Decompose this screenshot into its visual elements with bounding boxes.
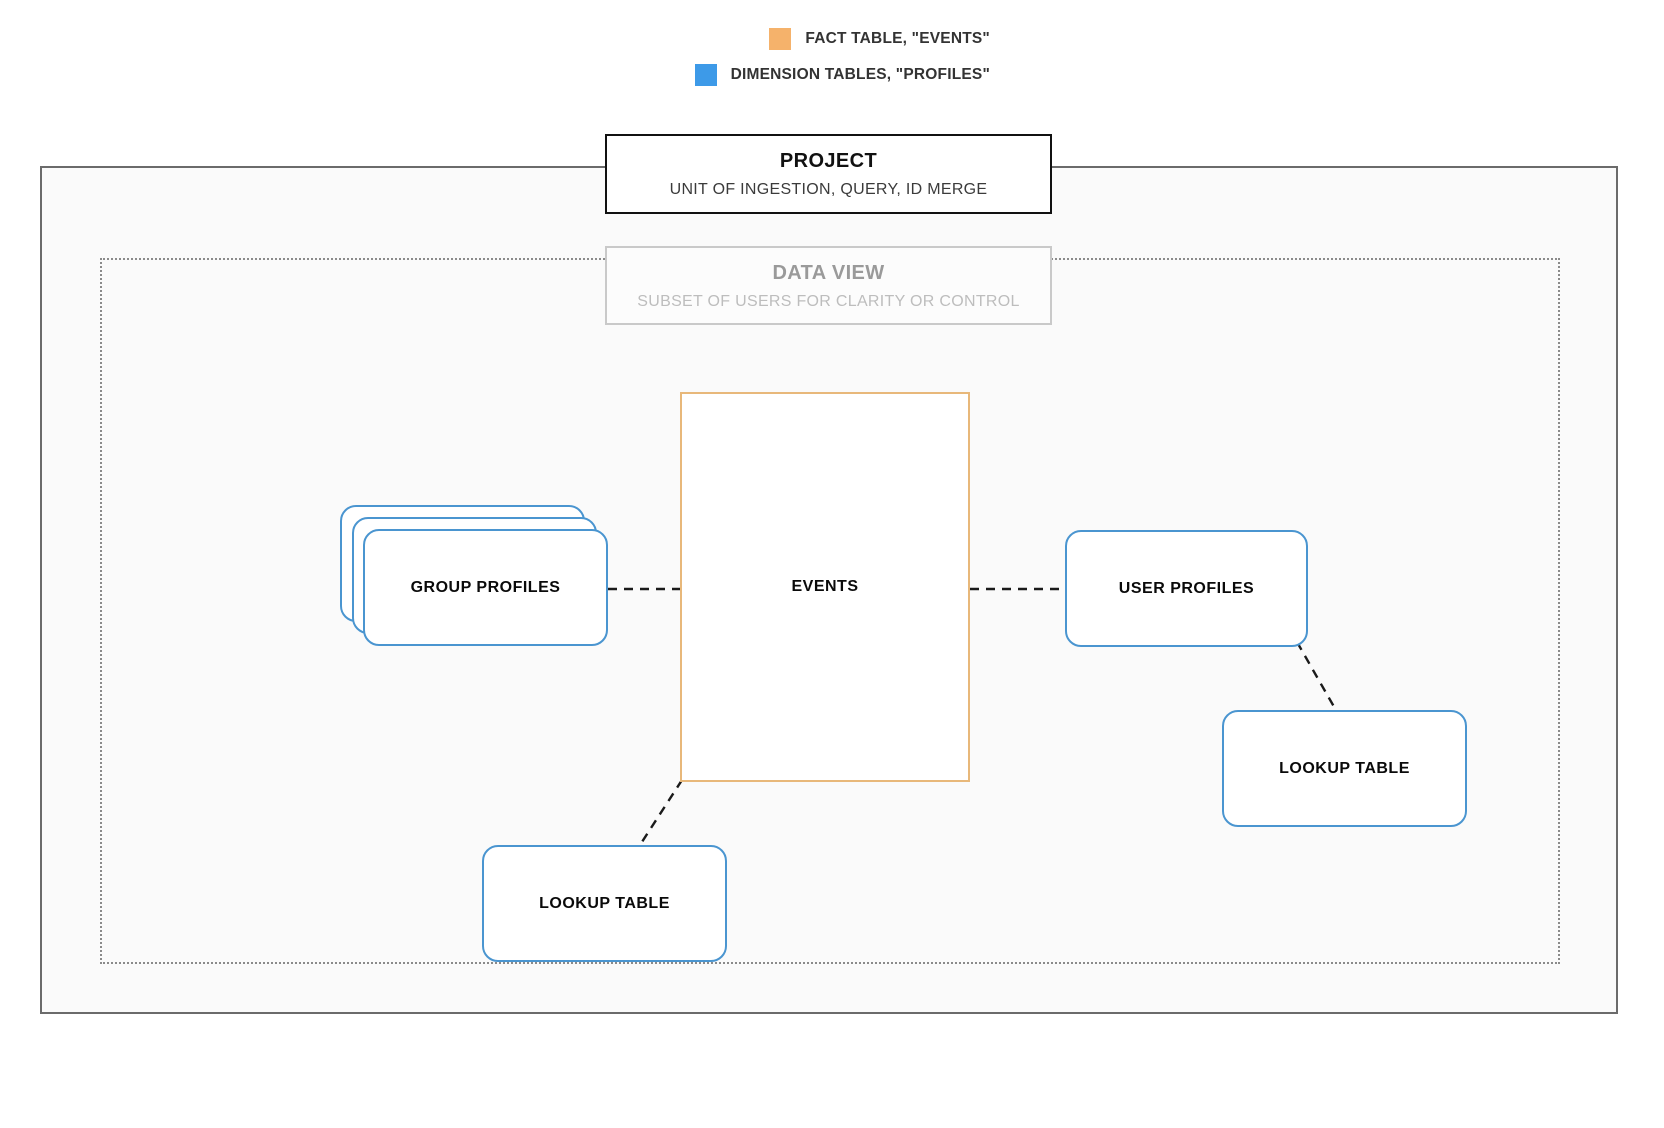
node-lookup-table-right-label: LOOKUP TABLE: [1279, 759, 1410, 777]
node-events-label: EVENTS: [791, 578, 859, 595]
legend: FACT TABLE, "EVENTS" DIMENSION TABLES, "…: [0, 28, 990, 86]
node-lookup-table-left-label: LOOKUP TABLE: [539, 894, 670, 912]
data-view-label-box: DATA VIEW SUBSET OF USERS FOR CLARITY OR…: [605, 246, 1052, 325]
node-group-profiles-label: GROUP PROFILES: [410, 578, 561, 596]
data-view-subtitle: SUBSET OF USERS FOR CLARITY OR CONTROL: [637, 293, 1020, 310]
square-swatch-orange-icon: [769, 28, 792, 50]
project-subtitle: UNIT OF INGESTION, QUERY, ID MERGE: [669, 181, 988, 198]
legend-item-dimension-tables: DIMENSION TABLES, "PROFILES": [694, 64, 990, 86]
node-events[interactable]: EVENTS: [680, 392, 970, 782]
legend-item-fact-table: FACT TABLE, "EVENTS": [769, 28, 990, 50]
square-swatch-blue-icon: [694, 64, 717, 86]
legend-label-fact-table: FACT TABLE, "EVENTS": [805, 30, 990, 47]
project-title: PROJECT: [779, 150, 878, 172]
legend-label-dimension-tables: DIMENSION TABLES, "PROFILES": [730, 66, 990, 83]
node-group-profiles-card-front[interactable]: GROUP PROFILES: [363, 529, 608, 646]
node-user-profiles-label: USER PROFILES: [1118, 579, 1255, 597]
data-view-title: DATA VIEW: [772, 262, 885, 284]
node-lookup-table-left[interactable]: LOOKUP TABLE: [482, 845, 727, 962]
node-user-profiles[interactable]: USER PROFILES: [1065, 530, 1308, 647]
node-group-profiles[interactable]: GROUP PROFILES: [340, 505, 608, 646]
node-lookup-table-right[interactable]: LOOKUP TABLE: [1222, 710, 1467, 827]
project-label-box: PROJECT UNIT OF INGESTION, QUERY, ID MER…: [605, 134, 1052, 214]
